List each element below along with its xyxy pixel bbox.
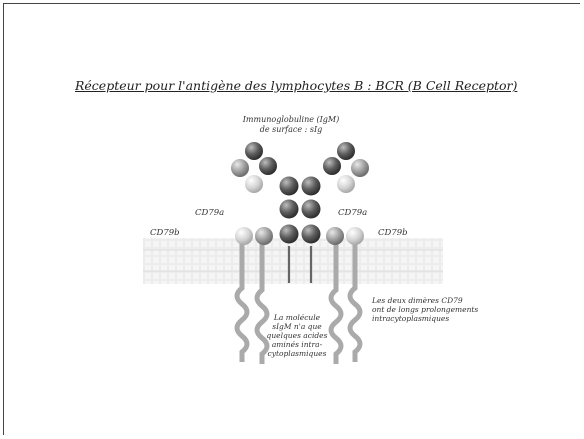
cd79a-left-sphere	[255, 227, 273, 245]
cd79a-left-label: CD79a	[195, 208, 225, 218]
immunoglobulin-label-line-2: de surface : sIg	[259, 125, 323, 134]
cd79b-right-sphere	[346, 227, 364, 245]
igm-heavy-right-2	[323, 157, 341, 175]
cd79b-left-label: CD79b	[150, 228, 180, 238]
dimers-note-line-3: intracytoplasmiques	[372, 314, 450, 323]
igm-light-right-1	[351, 159, 369, 177]
cd79a-right-sphere	[326, 227, 344, 245]
igm-stem-3b	[301, 224, 321, 244]
igm-stem-3a	[279, 224, 299, 244]
igm-heavy-right-1	[337, 142, 355, 160]
immunoglobulin-label: Immunoglobuline (IgM) de surface : sIg	[236, 115, 346, 135]
molecule-note-line-4: aminés intra-	[271, 340, 323, 349]
igm-light-right-2	[337, 175, 355, 193]
cd79-tail-4	[347, 244, 363, 362]
igm-stem-2b	[301, 199, 321, 219]
dimers-note: Les deux dimères CD79 ont de longs prolo…	[372, 296, 522, 323]
igm-light-left-1	[231, 159, 249, 177]
cd79-tail-2	[254, 244, 270, 364]
cd79b-right-label: CD79b	[378, 228, 408, 238]
slide-frame	[3, 3, 580, 435]
molecule-note-line-3: quelques acides	[266, 331, 328, 340]
molecule-note-line-5: cytoplasmiques	[267, 349, 327, 358]
molecule-note-line-1: La molécule	[273, 313, 321, 322]
immunoglobulin-label-line-1: Immunoglobuline (IgM)	[242, 115, 340, 124]
molecule-note-line-2: sIgM n'a que	[272, 322, 322, 331]
cd79b-left-sphere	[235, 227, 253, 245]
dimers-note-line-2: ont de longs prolongements	[372, 305, 479, 314]
igm-stem-2a	[279, 199, 299, 219]
membrane-band	[143, 238, 443, 284]
igm-light-left-2	[245, 175, 263, 193]
cd79a-right-label: CD79a	[338, 208, 368, 218]
igm-stem-1a	[279, 176, 299, 196]
igm-heavy-left-1	[245, 142, 263, 160]
cd79-tail-1	[234, 244, 250, 362]
dimers-note-line-1: Les deux dimères CD79	[372, 296, 463, 305]
igm-heavy-left-2	[259, 157, 277, 175]
cd79-tail-3	[328, 244, 344, 364]
igm-stem-1b	[301, 176, 321, 196]
molecule-note: La molécule sIgM n'a que quelques acides…	[260, 313, 334, 358]
diagram-title: Récepteur pour l'antigène des lymphocyte…	[75, 78, 518, 93]
